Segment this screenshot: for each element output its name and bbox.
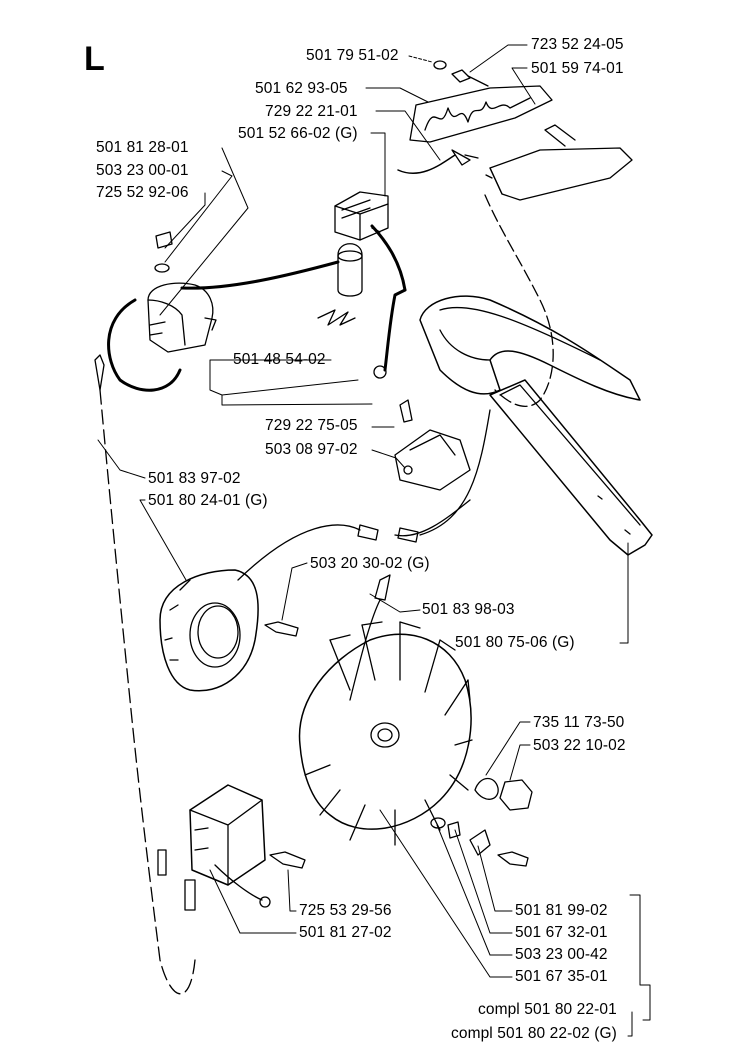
washer-coil xyxy=(154,263,170,273)
label-503-23-00-42: 503 23 00-42 xyxy=(515,946,608,963)
nut-503-22 xyxy=(499,779,533,811)
washer-small xyxy=(433,60,447,70)
label-501-80-24-01: 501 80 24-01 (G) xyxy=(148,492,268,509)
screw-module xyxy=(269,851,306,869)
label-501-81-28-01: 501 81 28-01 xyxy=(96,139,189,156)
label-503-22-10-02: 503 22 10-02 xyxy=(533,737,626,754)
wires xyxy=(107,154,456,392)
ring-terminal xyxy=(373,365,387,379)
pin xyxy=(544,124,576,147)
flywheel-hardware xyxy=(430,777,533,867)
stator-plate xyxy=(159,499,471,701)
spring xyxy=(317,309,356,326)
washer-735 xyxy=(474,777,499,800)
label-501-62-93-05: 501 62 93-05 xyxy=(255,80,348,97)
label-compl-501-80-22-01: compl 501 80 22-01 xyxy=(478,1001,617,1018)
label-501-79-51-02: 501 79 51-02 xyxy=(306,47,399,64)
label-501-67-32-01: 501 67 32-01 xyxy=(515,924,608,941)
label-503-23-00-01: 503 23 00-01 xyxy=(96,162,189,179)
label-501-59-74-01: 501 59 74-01 xyxy=(531,60,624,77)
pawl xyxy=(469,829,491,856)
label-compl-501-80-22-02: compl 501 80 22-02 (G) xyxy=(451,1025,617,1042)
label-501-81-99-02: 501 81 99-02 xyxy=(515,902,608,919)
screw-stator xyxy=(264,621,299,637)
ignition-module-bottom xyxy=(189,784,306,908)
screw-top xyxy=(451,69,471,83)
label-725-52-92-06: 725 52 92-06 xyxy=(96,184,189,201)
section-letter: L xyxy=(84,40,105,78)
label-725-53-29-56: 725 53 29-56 xyxy=(299,902,392,919)
label-501-52-66-02: 501 52 66-02 (G) xyxy=(238,125,358,142)
ignition-coil xyxy=(147,231,217,353)
label-501-67-35-01: 501 67 35-01 xyxy=(515,968,608,985)
bracket xyxy=(394,399,471,491)
ignition-module xyxy=(317,191,389,326)
label-501-80-75-06: 501 80 75-06 (G) xyxy=(455,634,575,651)
screw-pawl xyxy=(497,851,529,867)
label-501-81-27-02: 501 81 27-02 xyxy=(299,924,392,941)
label-503-08-97-02: 503 08 97-02 xyxy=(265,441,358,458)
flywheel xyxy=(298,621,473,846)
ground-wire xyxy=(419,409,491,536)
handle-bar xyxy=(419,295,653,556)
long-cable xyxy=(94,354,196,995)
label-729-22-75-05: 729 22 75-05 xyxy=(265,417,358,434)
label-501-83-97-02: 501 83 97-02 xyxy=(148,470,241,487)
switch-cover-assembly xyxy=(409,60,633,201)
label-729-22-21-01: 729 22 21-01 xyxy=(265,103,358,120)
label-723-52-24-05: 723 52 24-05 xyxy=(531,36,624,53)
cover-plate xyxy=(409,85,553,143)
label-501-83-98-03: 501 83 98-03 xyxy=(422,601,515,618)
capacitor xyxy=(337,243,363,297)
label-735-11-73-50: 735 11 73-50 xyxy=(533,714,625,731)
switch-plate xyxy=(489,147,633,201)
screw-coil xyxy=(155,231,173,249)
switch-wire xyxy=(484,194,554,407)
label-503-20-30-02: 503 20 30-02 (G) xyxy=(310,555,430,572)
